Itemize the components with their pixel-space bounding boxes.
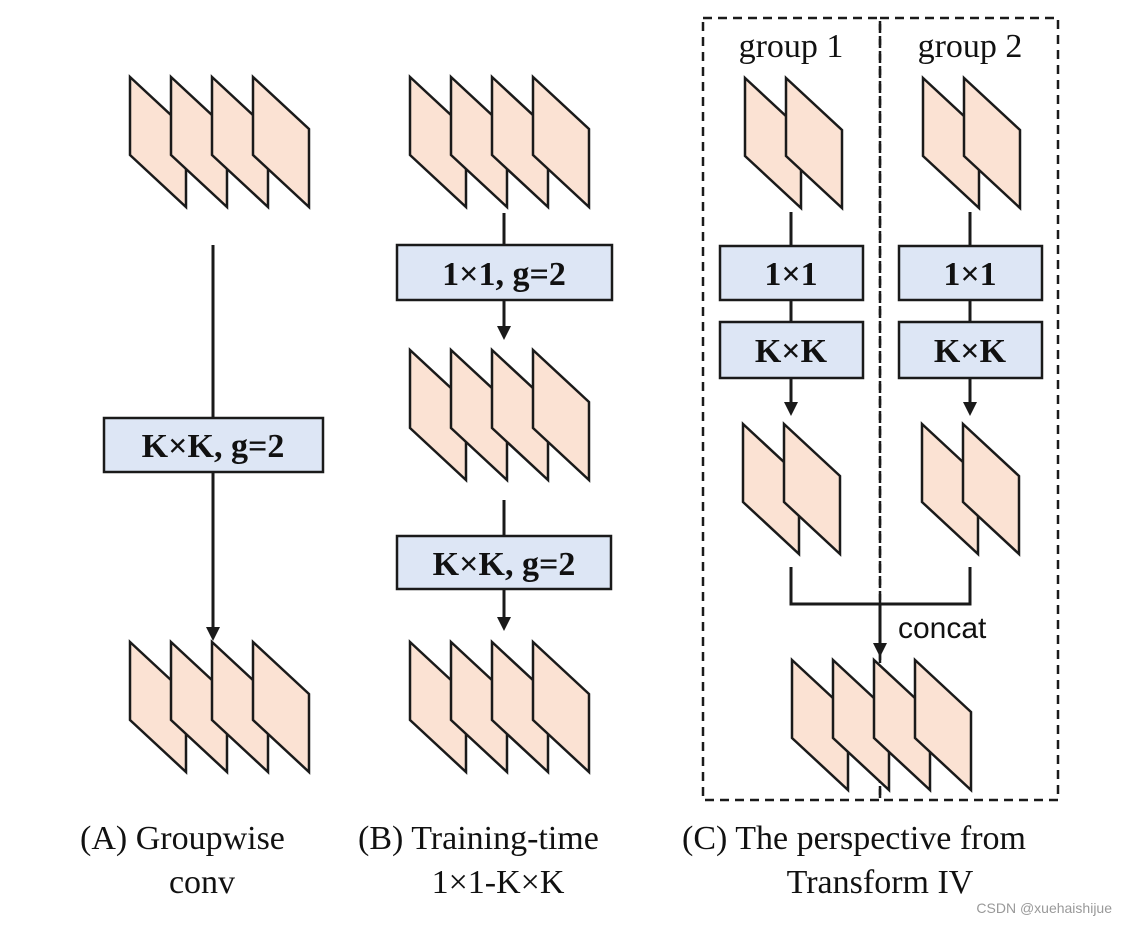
- feature-map-sheet: [210, 74, 270, 210]
- panel-b-input-stack: [408, 74, 591, 210]
- panel-b-output-stack: [408, 639, 591, 775]
- feature-map-sheet: [408, 74, 468, 210]
- panel-b-kxk-g2-box: [395, 534, 613, 591]
- group2-1x1-label: 1×1: [943, 256, 996, 293]
- panel-b-caption-line-1: (B) Training-time: [358, 820, 599, 857]
- feature-map-sheet: [449, 639, 509, 775]
- group2-output-stack: [920, 421, 1021, 557]
- panel-a-kxk-g2-box: [102, 416, 325, 474]
- feature-map-sheet: [449, 74, 509, 210]
- csdn-watermark: CSDN @xuehaishijue: [976, 900, 1112, 916]
- connectors: [206, 212, 977, 657]
- feature-map-sheet: [128, 639, 188, 775]
- feature-map-sheet: [784, 75, 844, 211]
- panel-a-input-stack: [128, 74, 311, 210]
- feature-map-sheet: [962, 75, 1022, 211]
- feature-map-sheet: [782, 421, 842, 557]
- feature-map-sheet: [531, 347, 591, 483]
- feature-map-sheet: [128, 74, 188, 210]
- feature-map-sheet: [490, 639, 550, 775]
- feature-map-sheet: [741, 421, 801, 557]
- feature-map-sheet: [790, 657, 850, 793]
- panel-b-caption-line-2: 1×1-K×K: [432, 864, 565, 901]
- feature-map-sheet: [490, 347, 550, 483]
- concat-output-stack: [790, 657, 973, 793]
- panel-a-caption-line-2: conv: [169, 864, 235, 901]
- group2-1x1-box: [897, 244, 1044, 302]
- operation-boxes: K×K, g=2 1×1, g=2 K×K, g=2 1×1 K×K 1×1 K…: [102, 243, 1044, 591]
- group1-kxk-label: K×K: [755, 333, 828, 370]
- panel-b-arrow-head-1: [497, 326, 511, 340]
- feature-map-sheet: [743, 75, 803, 211]
- feature-map-sheet: [408, 639, 468, 775]
- group1-input-stack: [743, 75, 844, 211]
- feature-map-sheet: [920, 421, 980, 557]
- group2-input-stack: [921, 75, 1022, 211]
- feature-map-sheet: [961, 421, 1021, 557]
- group1-1x1-label: 1×1: [764, 256, 817, 293]
- group1-output-stack: [741, 421, 842, 557]
- group1-arrow-head: [784, 402, 798, 416]
- feature-map-sheet: [169, 639, 229, 775]
- panel-b-kxk-g2-label: K×K, g=2: [433, 546, 576, 583]
- feature-map-sheet: [531, 74, 591, 210]
- panel-b-1x1-g2-box: [395, 243, 614, 302]
- group-1-title: group 1: [739, 28, 844, 65]
- feature-map-sheet: [408, 347, 468, 483]
- panel-b-middle-stack: [408, 347, 591, 483]
- concat-arrow-head: [873, 643, 887, 657]
- feature-map-sheet: [449, 347, 509, 483]
- feature-map-sheet: [490, 74, 550, 210]
- concat-label: concat: [898, 612, 987, 645]
- feature-map-sheet: [921, 75, 981, 211]
- panel-b-1x1-g2-label: 1×1, g=2: [442, 256, 566, 293]
- group2-arrow-head: [963, 402, 977, 416]
- panel-a-arrow-head: [206, 627, 220, 641]
- feature-map-sheet: [913, 657, 973, 793]
- feature-map-sheet: [872, 657, 932, 793]
- panel-c-caption-line-1: (C) The perspective from: [682, 820, 1026, 857]
- group1-kxk-box: [718, 320, 865, 380]
- feature-map-sheet: [210, 639, 270, 775]
- feature-map-sheet: [169, 74, 229, 210]
- group2-kxk-label: K×K: [934, 333, 1007, 370]
- panel-a-caption-line-1: (A) Groupwise: [80, 820, 285, 857]
- panel-b-arrow-head-2: [497, 617, 511, 631]
- group1-1x1-box: [718, 244, 865, 302]
- panel-c-caption-line-2: Transform IV: [787, 864, 974, 901]
- feature-map-stacks: [128, 74, 1022, 793]
- feature-map-sheet: [251, 74, 311, 210]
- panel-a-kxk-g2-label: K×K, g=2: [142, 428, 285, 465]
- group-2-title: group 2: [918, 28, 1023, 65]
- panel-a-output-stack: [128, 639, 311, 775]
- feature-map-sheet: [531, 639, 591, 775]
- feature-map-sheet: [831, 657, 891, 793]
- group2-kxk-box: [897, 320, 1044, 380]
- feature-map-sheet: [251, 639, 311, 775]
